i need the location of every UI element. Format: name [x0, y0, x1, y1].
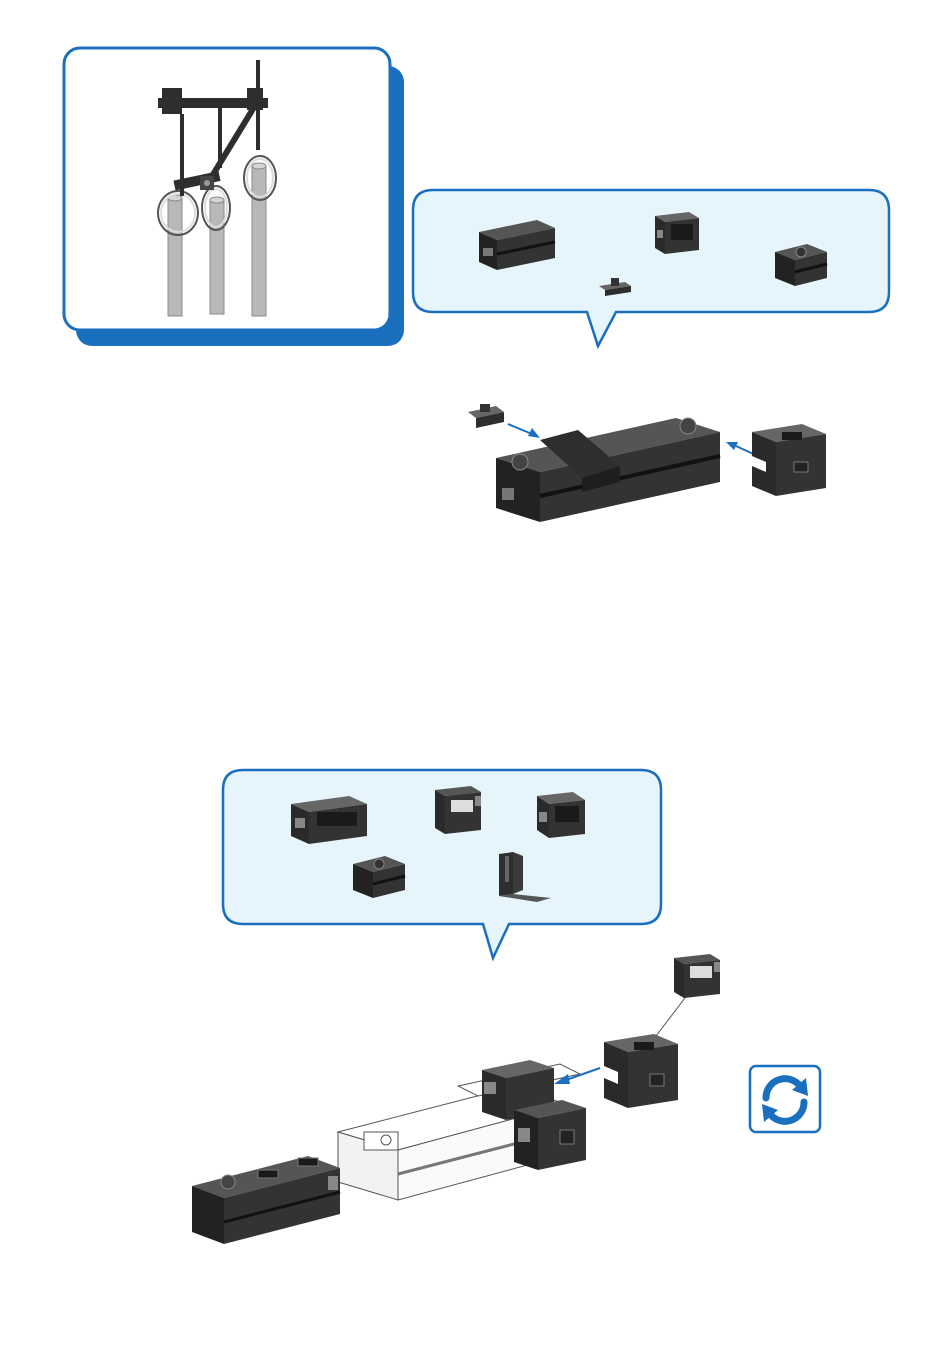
- rotate-arrows-icon: [748, 1064, 822, 1134]
- step2-assembly-illustration: [188, 944, 728, 1244]
- preview-card: [62, 46, 407, 348]
- step2-parts-bubble: [221, 768, 665, 962]
- angle-block-part: [533, 788, 589, 840]
- angle-block-part: [651, 206, 703, 256]
- building-block-15-part: [351, 852, 407, 902]
- step1-parts-bubble: [411, 188, 891, 350]
- rotate-badge: [748, 1064, 822, 1134]
- step1-assembly-illustration: [460, 392, 840, 532]
- building-block-30-part: [475, 212, 559, 272]
- assembled-model-illustration: [152, 58, 282, 320]
- clip-plug-part: [597, 276, 633, 298]
- angle-block-60-part: [431, 782, 483, 838]
- building-block-15-part: [773, 240, 829, 290]
- angle-bracket-part: [495, 850, 555, 904]
- building-box-30-part: [287, 790, 371, 846]
